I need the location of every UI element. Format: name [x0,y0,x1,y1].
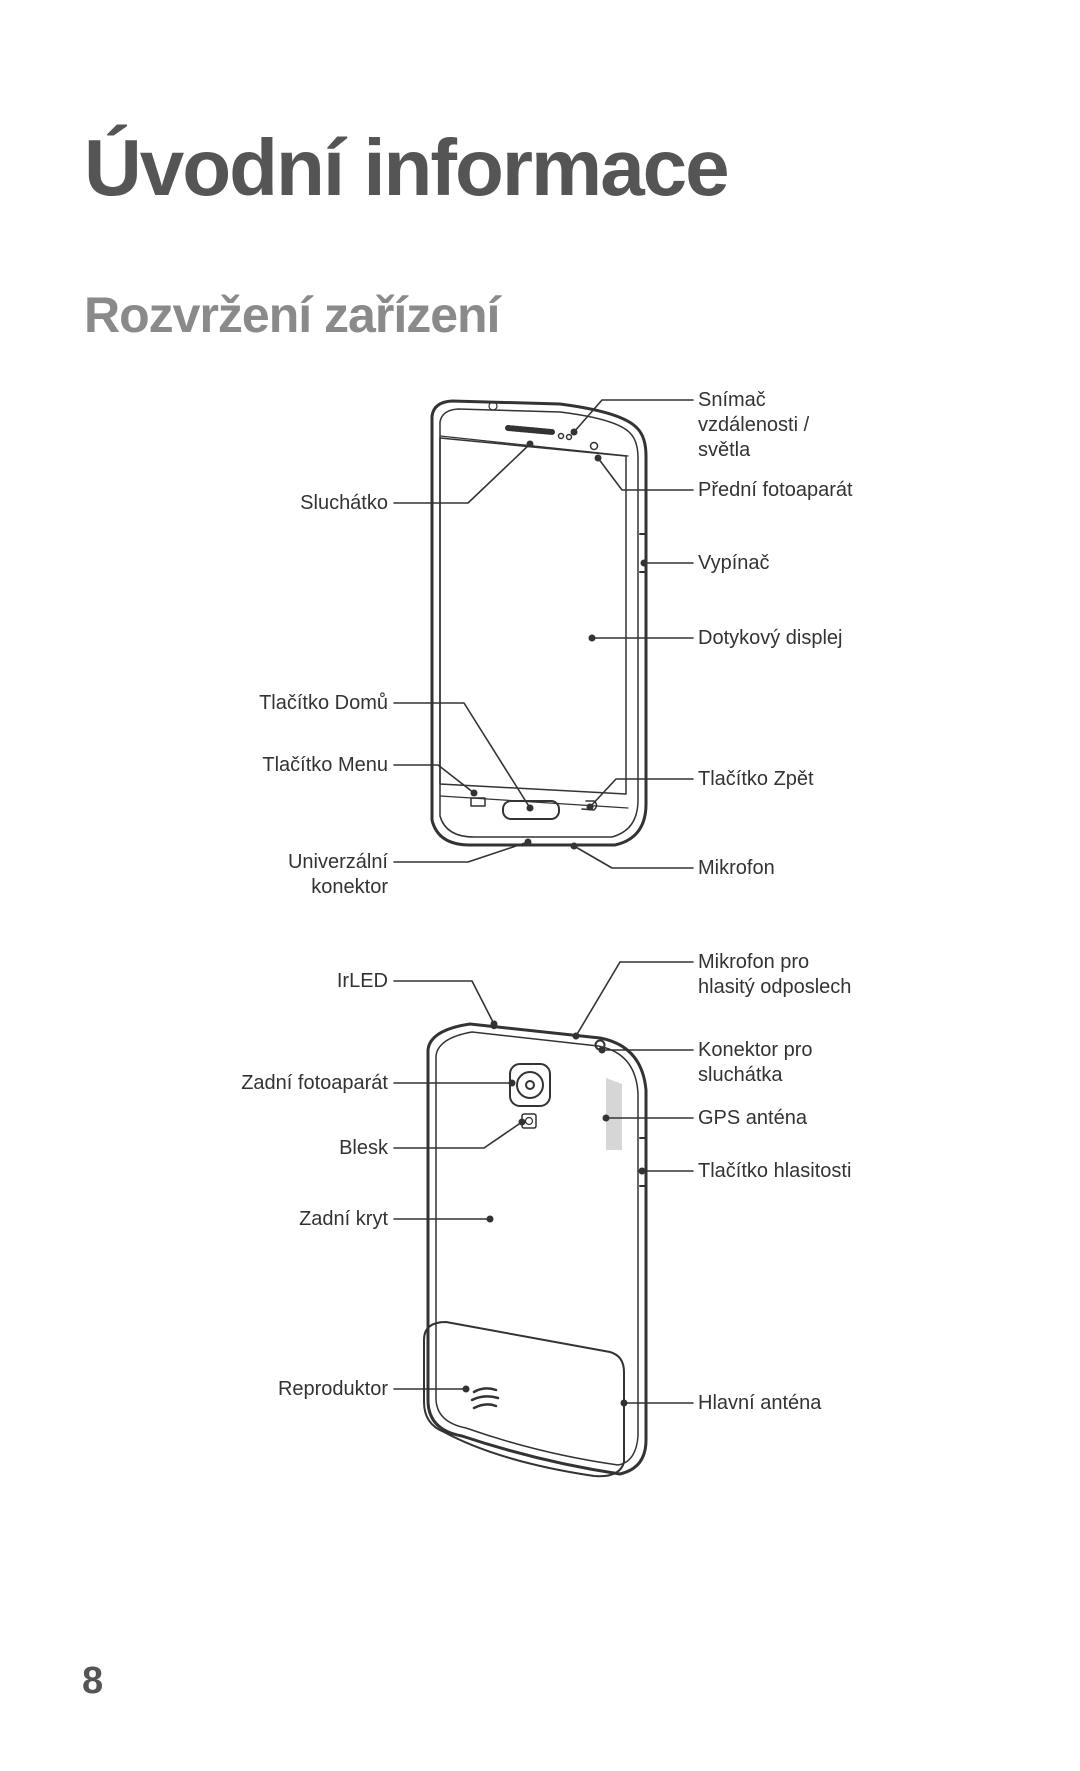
power-button [639,533,647,573]
touchscreen-outline [439,437,627,795]
label-flash: Blesk [339,1137,388,1159]
label-back-cover: Zadní kryt [299,1208,388,1230]
label-gps-antenna: GPS anténa [698,1107,807,1129]
menu-icon [470,797,486,807]
front-camera-icon [589,441,599,451]
label-multipurpose-jack: Univerzální konektor [287,851,388,898]
home-button-icon [502,800,560,820]
label-front-camera: Přední fotoaparát [698,479,853,501]
label-speaker: Reproduktor [277,1378,388,1400]
page-title: Úvodní informace [84,123,730,212]
back-phone [423,1022,648,1478]
label-touchscreen: Dotykový displej [698,627,843,649]
label-proximity-sensor: Snímač vzdálenosti / světla [698,389,810,461]
label-earpiece: Sluchátko [300,492,388,514]
label-irled: IrLED [336,970,388,992]
label-headset-jack: Konektor pro sluchátka [698,1039,813,1086]
speaker-grill [470,1387,500,1410]
leader-lines [393,399,694,1404]
leader-dots [462,428,648,1407]
label-rear-camera: Zadní fotoaparát [241,1072,388,1094]
gps-antenna-strip [606,1078,622,1150]
label-microphone: Mikrofon [698,857,775,879]
back-icon [581,800,598,811]
label-back-button: Tlačítko Zpět [698,768,814,790]
front-phone [430,399,648,847]
volume-button [639,1137,647,1187]
label-volume-button: Tlačítko hlasitosti [698,1160,852,1182]
label-menu-button: Tlačítko Menu [262,754,388,776]
label-main-antenna: Hlavní anténa [698,1392,822,1414]
label-speakerphone-mic: Mikrofon pro hlasitý odposlech [698,951,852,998]
proximity-sensor-icon [557,432,565,440]
label-power-button: Vypínač [698,552,770,574]
section-title: Rozvržení zařízení [84,287,500,343]
earpiece-grill [505,425,555,435]
label-home-button: Tlačítko Domů [259,692,388,714]
page-number: 8 [82,1660,104,1702]
